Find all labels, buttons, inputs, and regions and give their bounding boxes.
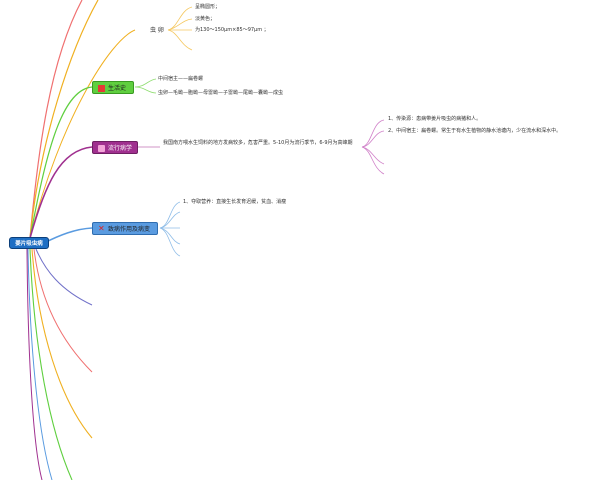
egg-node-label[interactable]: 虫 卵 [150,27,164,34]
epidemiology-brace [361,146,385,175]
connector-pathogenic [43,227,93,244]
lifecycle-node[interactable]: 生活史 [92,81,134,94]
connector-purple-low2 [26,248,43,480]
epidemiology-detail-summary: 我国南方喂水生饲料的地方发病较多，危害严重。5-10月为流行季节，6-9月为高峰… [163,140,353,146]
connector-green-low [29,248,73,480]
connector-lifecycle [29,86,93,239]
lifecycle-detail-host: 中间宿主——扁卷螺 [158,76,204,82]
pathogenic-brace [159,211,181,229]
connector-epidemiology [29,146,93,239]
connector-blue-low [27,248,53,480]
pathogenic-detail-nutrition: 1、夺取营养：直接生长发育迟缓，贫血、消瘦 [183,199,287,205]
epidemiology-brace [361,130,385,148]
root-node[interactable]: 姜片吸虫病 [9,237,49,249]
epidemiology-brace [361,119,385,148]
epidemiology-item-host: 2、中间宿主：扁卷螺。常生于有水生植物的静水池塘内，少在流水和深水中。 [388,128,562,134]
lifecycle-detail-stages: 虫卵—毛蚴—胞蚴—母雷蚴—子雷蚴—尾蚴—囊蚴—成虫 [158,90,284,96]
connector-red-low [33,248,93,373]
lifecycle-node-label: 生活史 [108,85,127,92]
egg-brace [167,18,193,31]
lifecycle-brace [134,78,157,88]
pathogenic-brace [159,227,181,257]
epidemiology-node[interactable]: 流行病学 [92,141,138,154]
flag-icon [98,85,105,92]
chart-icon [98,145,105,152]
pathogenic-node-label: 致病作用及病变 [108,226,151,233]
egg-detail-size: 为130～150μm×85～97μm ； [195,27,269,33]
epidemiology-node-label: 流行病学 [108,145,133,152]
egg-detail-color: 淡黄色； [195,16,216,22]
connector-orange-low [31,248,93,439]
connector-purple-low [35,248,93,306]
connector-red-top [29,0,83,239]
pathogenic-brace [159,201,181,229]
connector-egg [29,29,136,239]
epidemiology-item-source: 1、传染源：患病带姜片吸虫的病猪和人。 [388,116,482,122]
egg-brace [167,6,193,31]
lifecycle-brace [134,86,157,94]
egg-detail-shape: 呈椭圆形； [195,4,221,10]
egg-brace [167,29,193,51]
connector-orange-top [29,0,99,239]
cross-icon: ✕ [98,224,105,233]
pathogenic-node[interactable]: ✕ 致病作用及病变 [92,222,158,235]
